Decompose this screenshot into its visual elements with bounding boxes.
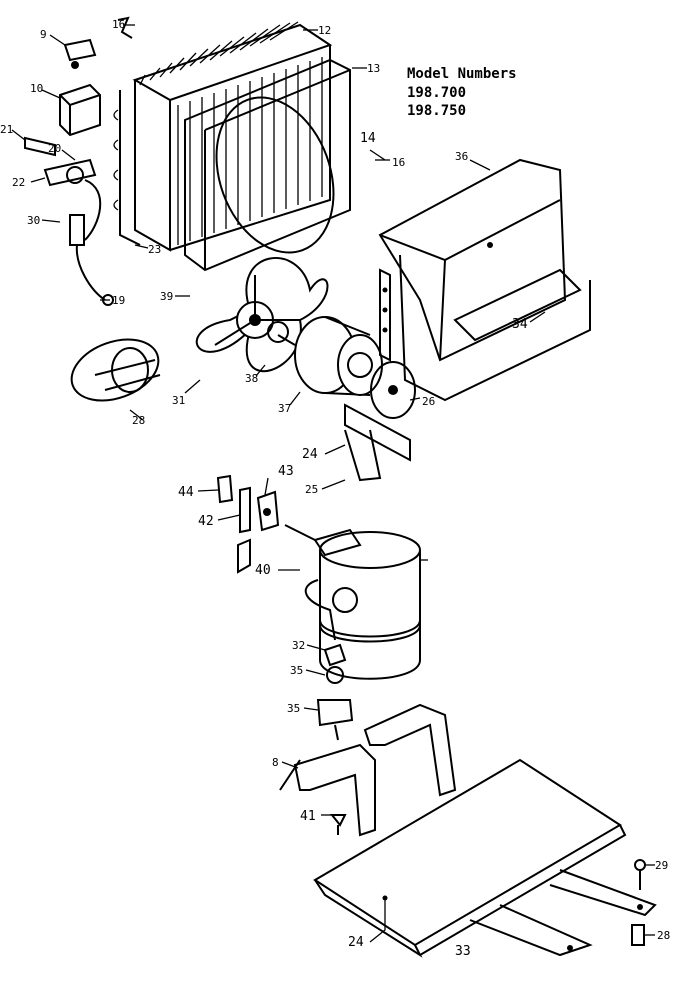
callout-43: 43 (278, 464, 294, 479)
callout-25: 25 (305, 483, 318, 496)
relay-10 (59, 83, 101, 137)
callout-28b: 28 (657, 929, 670, 942)
callout-32: 32 (292, 639, 305, 652)
callout-37: 37 (278, 402, 291, 415)
blower-housing (378, 158, 591, 402)
grommet-stack (316, 643, 354, 741)
leader-lines (11, 24, 655, 943)
callout-22: 22 (12, 176, 25, 189)
callout-13: 13 (367, 62, 380, 75)
callout-24: 24 (302, 447, 318, 462)
callout-21: 21 (0, 123, 13, 136)
base-runner (469, 869, 657, 957)
callout-9: 9 (40, 28, 47, 41)
callout-24b: 24 (348, 935, 364, 950)
base-pan (313, 758, 627, 958)
callout-19: 19 (112, 294, 125, 307)
screw-41 (329, 814, 347, 835)
capacitor-9 (63, 38, 97, 69)
callout-42: 42 (198, 514, 214, 529)
model-number-1: 198.700 (407, 85, 466, 101)
base-rail-front (279, 743, 376, 837)
capacitor-39 (70, 338, 161, 402)
part-43 (256, 490, 280, 532)
callout-14: 14 (360, 131, 376, 146)
callout-40: 40 (255, 563, 271, 578)
callout-29: 29 (655, 859, 668, 872)
callout-33: 33 (455, 944, 471, 959)
part-42 (237, 486, 251, 574)
callout-16b: 16 (392, 156, 405, 169)
compressor (284, 524, 421, 680)
thermostat-21 (24, 136, 56, 157)
motor-mount-bracket (344, 361, 416, 482)
callout-38: 38 (245, 372, 258, 385)
condenser-coil (113, 21, 333, 252)
callout-12: 12 (318, 24, 331, 37)
fan-blade (195, 256, 329, 373)
screw-29 (634, 859, 646, 890)
callout-10: 10 (30, 82, 43, 95)
callout-26: 26 (422, 395, 435, 408)
callout-23: 23 (148, 243, 161, 256)
fan-shroud (184, 58, 351, 272)
callout-34: 34 (512, 317, 528, 332)
callout-30: 30 (27, 214, 40, 227)
callout-20: 20 (48, 142, 61, 155)
sensor-bulb-19 (69, 179, 114, 306)
callout-28: 28 (132, 414, 145, 427)
callout-8: 8 (272, 756, 279, 769)
base-rail-rear (363, 703, 457, 797)
callout-44: 44 (178, 485, 194, 500)
part-28b (631, 924, 645, 946)
switch-22 (43, 158, 97, 187)
model-number-2: 198.750 (407, 103, 466, 119)
part-44 (216, 474, 234, 504)
callout-41: 41 (300, 809, 316, 824)
callout-35b: 35 (287, 702, 300, 715)
callout-31: 31 (172, 394, 185, 407)
callout-39: 39 (160, 290, 173, 303)
callout-16: 16 (112, 18, 125, 31)
callout-35a: 35 (290, 664, 303, 677)
model-numbers-title: Model Numbers (407, 66, 517, 82)
fan-motor (267, 316, 383, 396)
callout-36: 36 (455, 150, 468, 163)
